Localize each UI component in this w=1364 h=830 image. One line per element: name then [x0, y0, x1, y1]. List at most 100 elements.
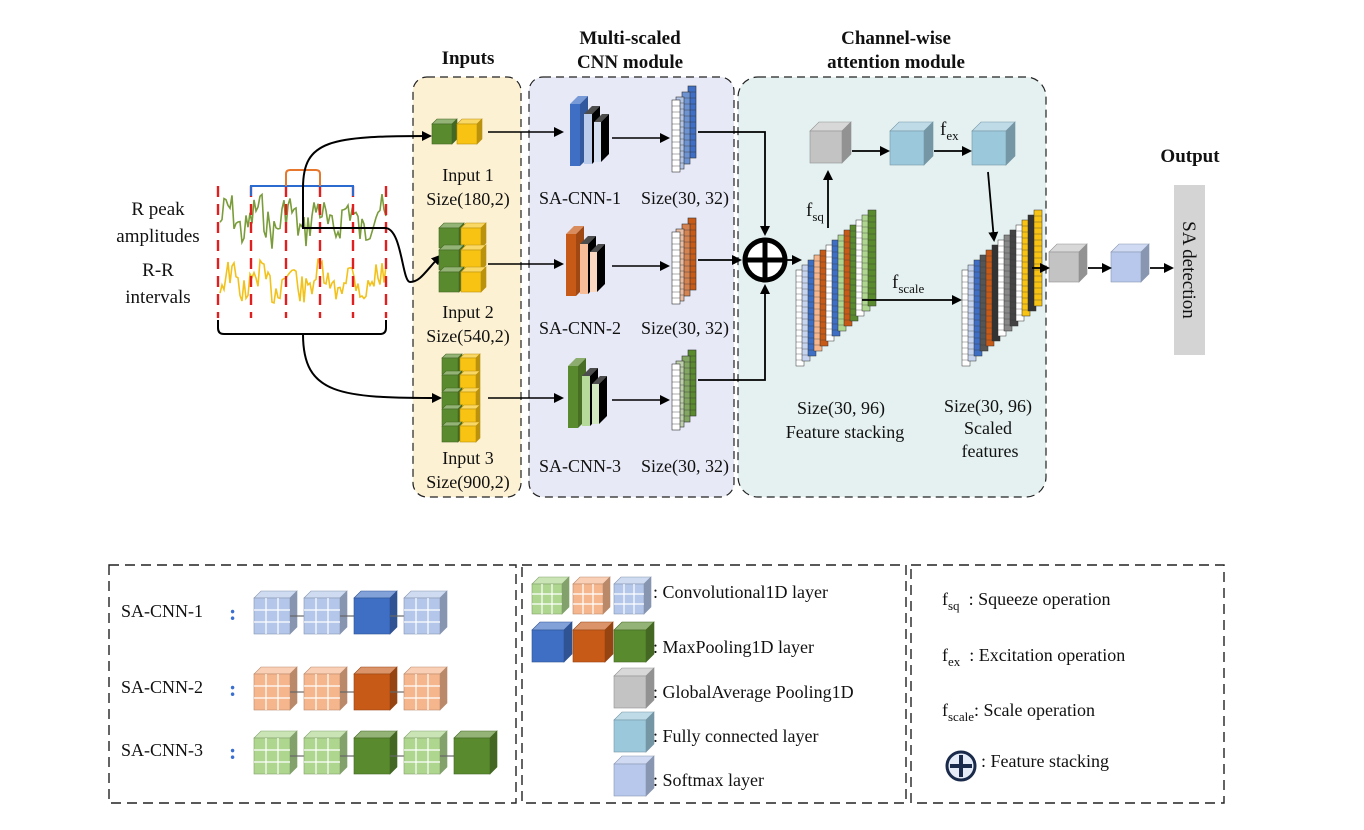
cnn1-icon [570, 96, 609, 166]
input3-yellow-cube [459, 404, 481, 426]
bracket-black [217, 320, 387, 335]
curve-to-input1 [302, 131, 432, 189]
output-softmax-cube [1110, 243, 1150, 283]
legend-cnn2-seq [253, 666, 448, 711]
input2-size: Size(540,2) [426, 326, 509, 347]
stack-caption: Feature stacking [786, 422, 904, 442]
heading-att-line2: attention module [827, 52, 965, 73]
curve-to-input2 [302, 188, 442, 284]
legend-cnn3-colon: : [229, 739, 236, 764]
cnn2-size: Size(30, 32) [641, 318, 729, 339]
legend-right-box [910, 564, 1225, 804]
legend-cnn3-seq [253, 730, 498, 775]
input2-yellow-cube [460, 266, 487, 293]
legend-conv-green [531, 576, 570, 615]
input2-yellow-cube [460, 222, 487, 249]
legend-cnn1-label: SA-CNN-1 [121, 601, 203, 621]
cnn1-size: Size(30, 32) [641, 188, 729, 209]
input1-name: Input 1 [442, 165, 494, 185]
legend-pool-cube [453, 730, 498, 775]
input-blocks [431, 118, 487, 443]
input2-green-cube [438, 266, 465, 293]
heading-inputs: Inputs [442, 48, 495, 69]
scaled-features [961, 209, 1043, 367]
segment-markers [216, 186, 388, 318]
fc2-cube [971, 121, 1016, 166]
fsq-label: fsq [806, 200, 824, 224]
heading-cnn-line1: Multi-scaled [579, 28, 681, 49]
input1-green-cube [431, 118, 458, 145]
legend-fsq: fsq : Squeeze operation [942, 589, 1111, 613]
legend-cnn2-colon: : [229, 676, 236, 701]
fmap2 [671, 217, 697, 305]
legend-conv-cube [403, 590, 448, 635]
cnn1-name: SA-CNN-1 [539, 188, 621, 208]
bracket-blue [250, 185, 354, 196]
legend-gap-cube [613, 667, 655, 709]
line-fmap3-stack [698, 284, 770, 381]
input1-size: Size(180,2) [426, 189, 509, 210]
legend-mid-icons [531, 576, 655, 797]
legend-conv-cube [303, 730, 348, 775]
legend-cnn3-label: SA-CNN-3 [121, 740, 203, 760]
legend-conv-cube [403, 730, 448, 775]
arrow-fc-scale [987, 171, 999, 242]
legend-softmax-cube [613, 755, 655, 797]
attention-panel [737, 76, 1047, 498]
legend-conv-cube [253, 590, 298, 635]
curve-to-input3 [302, 333, 442, 403]
legend-conv-cube [253, 666, 298, 711]
legend-left-icons [253, 590, 498, 775]
input3-name: Input 3 [442, 448, 494, 468]
fmap3 [671, 349, 697, 431]
legend-fscale: fscale: Scale operation [942, 700, 1095, 724]
fc1-cube [889, 121, 934, 166]
output-label: SA detection [1178, 221, 1199, 319]
ecg-signal: R peak amplitudes R-R intervals [116, 169, 388, 335]
scaled-caption-1: Scaled [964, 418, 1012, 438]
line-fmap1-stack [698, 131, 770, 236]
input3-size: Size(900,2) [426, 472, 509, 493]
input2-name: Input 2 [442, 302, 494, 322]
stacked-features [795, 209, 877, 367]
legend-conv-cube [253, 730, 298, 775]
output-bar [1174, 185, 1205, 355]
input2-green-cube [438, 244, 465, 271]
label-rpeak-1: R peak [131, 199, 185, 220]
input2-yellow-cube [460, 244, 487, 271]
legend-conv-orange [572, 576, 611, 615]
legend-pool-blue [531, 621, 573, 663]
legend-fc-cube [613, 711, 655, 753]
input3-green-cube [441, 421, 463, 443]
legend-cnn2-label: SA-CNN-2 [121, 677, 203, 697]
legend-conv-cube [403, 666, 448, 711]
fmap1 [671, 85, 697, 173]
label-rpeak-2: amplitudes [116, 226, 199, 247]
heading-output: Output [1160, 146, 1220, 167]
fscale-label: fscale [892, 272, 925, 296]
legend-gap-label: : GlobalAverage Pooling1D [653, 682, 854, 702]
cnn3-icon [568, 358, 607, 428]
input3-yellow-cube [459, 421, 481, 443]
label-rr-2: intervals [125, 287, 190, 308]
legend-pool-cube [353, 730, 398, 775]
rr-interval-signal [219, 258, 387, 304]
legend-pool-cube [353, 590, 398, 635]
legend-stack-label: : Feature stacking [981, 751, 1109, 771]
bracket-orange [285, 169, 321, 186]
legend-softmax-label: : Softmax layer [653, 770, 764, 790]
stack-size: Size(30, 96) [797, 398, 885, 419]
heading-att-line1: Channel-wise [841, 28, 951, 49]
heading-cnn-line2: CNN module [577, 52, 683, 73]
scaled-caption-2: features [962, 441, 1019, 461]
legend-fex: fex : Excitation operation [942, 645, 1125, 669]
fex-label: fex [940, 119, 959, 143]
attention-shapes [795, 121, 1150, 367]
cnn3-size: Size(30, 32) [641, 456, 729, 477]
gap-cube [809, 121, 852, 164]
legend-conv-cube [303, 666, 348, 711]
cnn-layer-icons [566, 96, 609, 428]
input3-yellow-cube [459, 370, 481, 392]
cnn2-icon [566, 226, 605, 296]
